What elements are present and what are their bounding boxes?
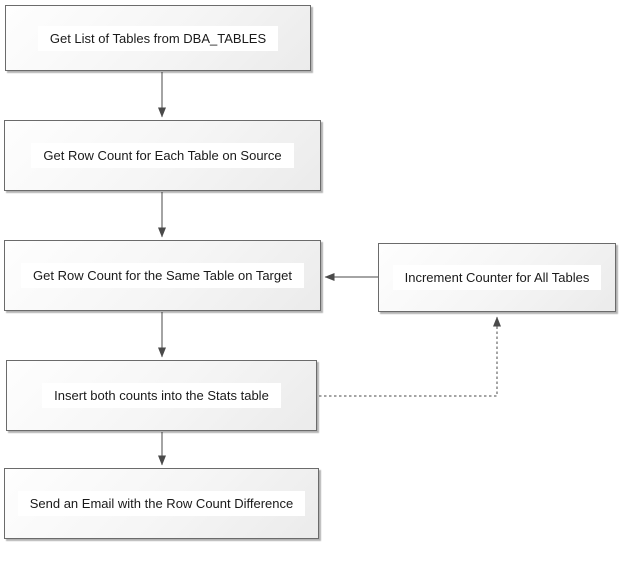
flow-node-source-row-count: Get Row Count for Each Table on Source [4, 120, 321, 191]
flow-node-target-row-count-label: Get Row Count for the Same Table on Targ… [21, 263, 304, 288]
flow-node-insert-stats: Insert both counts into the Stats table [6, 360, 317, 431]
edge-insert-stats-to-increment-counter-dotted [319, 316, 501, 397]
flow-node-source-row-count-label: Get Row Count for Each Table on Source [31, 143, 294, 168]
flow-node-increment-counter: Increment Counter for All Tables [378, 243, 616, 312]
flow-node-target-row-count: Get Row Count for the Same Table on Targ… [4, 240, 321, 311]
flow-node-increment-counter-label: Increment Counter for All Tables [392, 265, 602, 290]
flow-node-insert-stats-label: Insert both counts into the Stats table [42, 383, 281, 408]
flow-node-send-email: Send an Email with the Row Count Differe… [4, 468, 319, 539]
flow-node-get-tables-label: Get List of Tables from DBA_TABLES [37, 25, 279, 51]
flow-node-send-email-label: Send an Email with the Row Count Differe… [17, 491, 306, 516]
flow-node-get-tables: Get List of Tables from DBA_TABLES [5, 5, 311, 71]
